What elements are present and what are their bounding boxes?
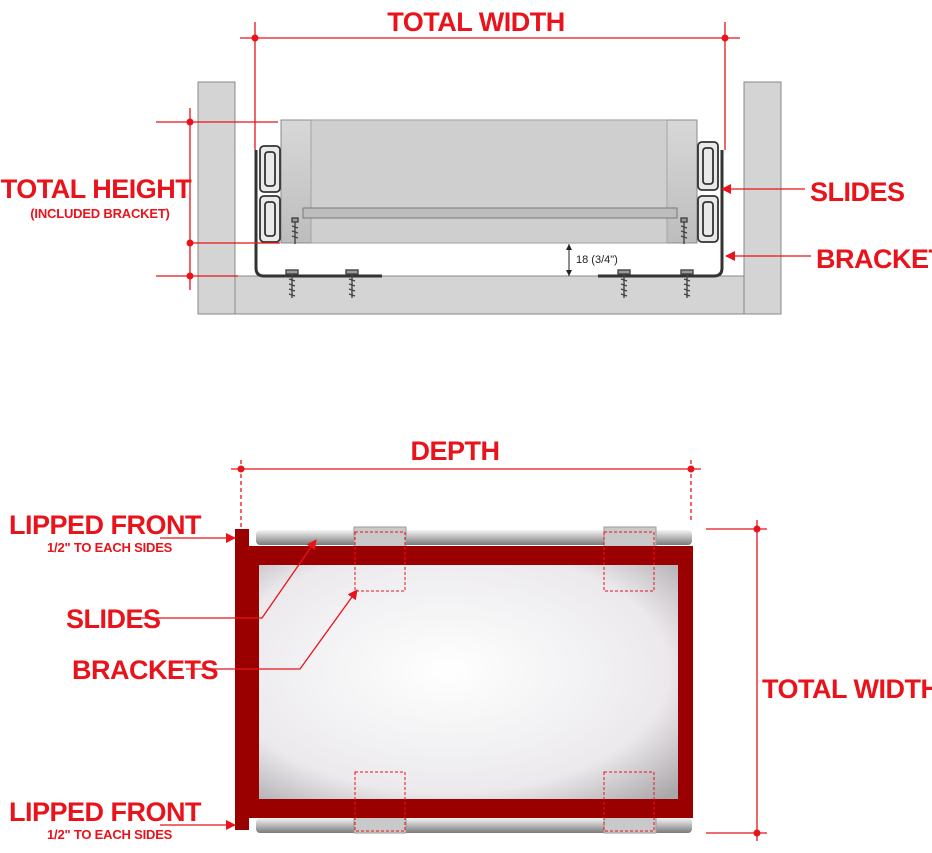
depth-label: DEPTH [410,436,499,466]
lipped-front-bottom-sub: 1/2" TO EACH SIDES [47,827,173,842]
clearance-label: 18 (3/4") [576,254,618,266]
right-bracket [598,150,724,278]
top-total-width-dimension [240,22,740,150]
lipped-front [235,529,249,830]
top-total-width-label: TOTAL WIDTH [387,7,564,37]
drawer-floor [256,565,680,799]
screws [285,217,694,298]
bottom-brackets-arrow [186,589,358,670]
drawer-bottom-rail [302,207,678,219]
left-bracket [254,150,382,278]
bracket-outlines [354,531,655,832]
drawer-frame [247,546,693,818]
bottom-view: DEPTH TOTAL WIDTH LIPPED FRONT 1/2" TO E… [9,436,932,842]
cabinet-left-wall [197,81,236,315]
lipped-front-top-sub: 1/2" TO EACH SIDES [47,540,173,555]
depth-dimension [231,460,701,528]
top-brackets-label: BRACKETS [816,244,932,274]
left-slide [259,145,281,243]
bottom-slides-label: SLIDES [66,604,161,634]
drawer-inner-panel [310,119,668,244]
top-view: 18 (3/4") TOTAL WIDTH TOTAL HEIGHT (INCL… [1,7,932,315]
total-height-dimension [156,108,280,290]
included-bracket-label: (INCLUDED BRACKET) [30,206,169,221]
top-slides-label: SLIDES [810,177,905,207]
cabinet-floor [234,275,745,315]
bottom-total-width-dimension [706,520,767,841]
right-slide [697,141,719,243]
bottom-slides-arrow [141,539,317,619]
cabinet-right-wall [743,81,782,315]
bottom-brackets-label: BRACKETS [72,655,218,685]
bottom-total-width-label: TOTAL WIDTH [762,674,932,704]
clearance-dimension: 18 (3/4") [566,244,618,276]
lipped-front-top-label: LIPPED FRONT [9,510,202,540]
total-height-label: TOTAL HEIGHT [1,174,193,204]
lipped-front-bottom-label: LIPPED FRONT [9,797,202,827]
